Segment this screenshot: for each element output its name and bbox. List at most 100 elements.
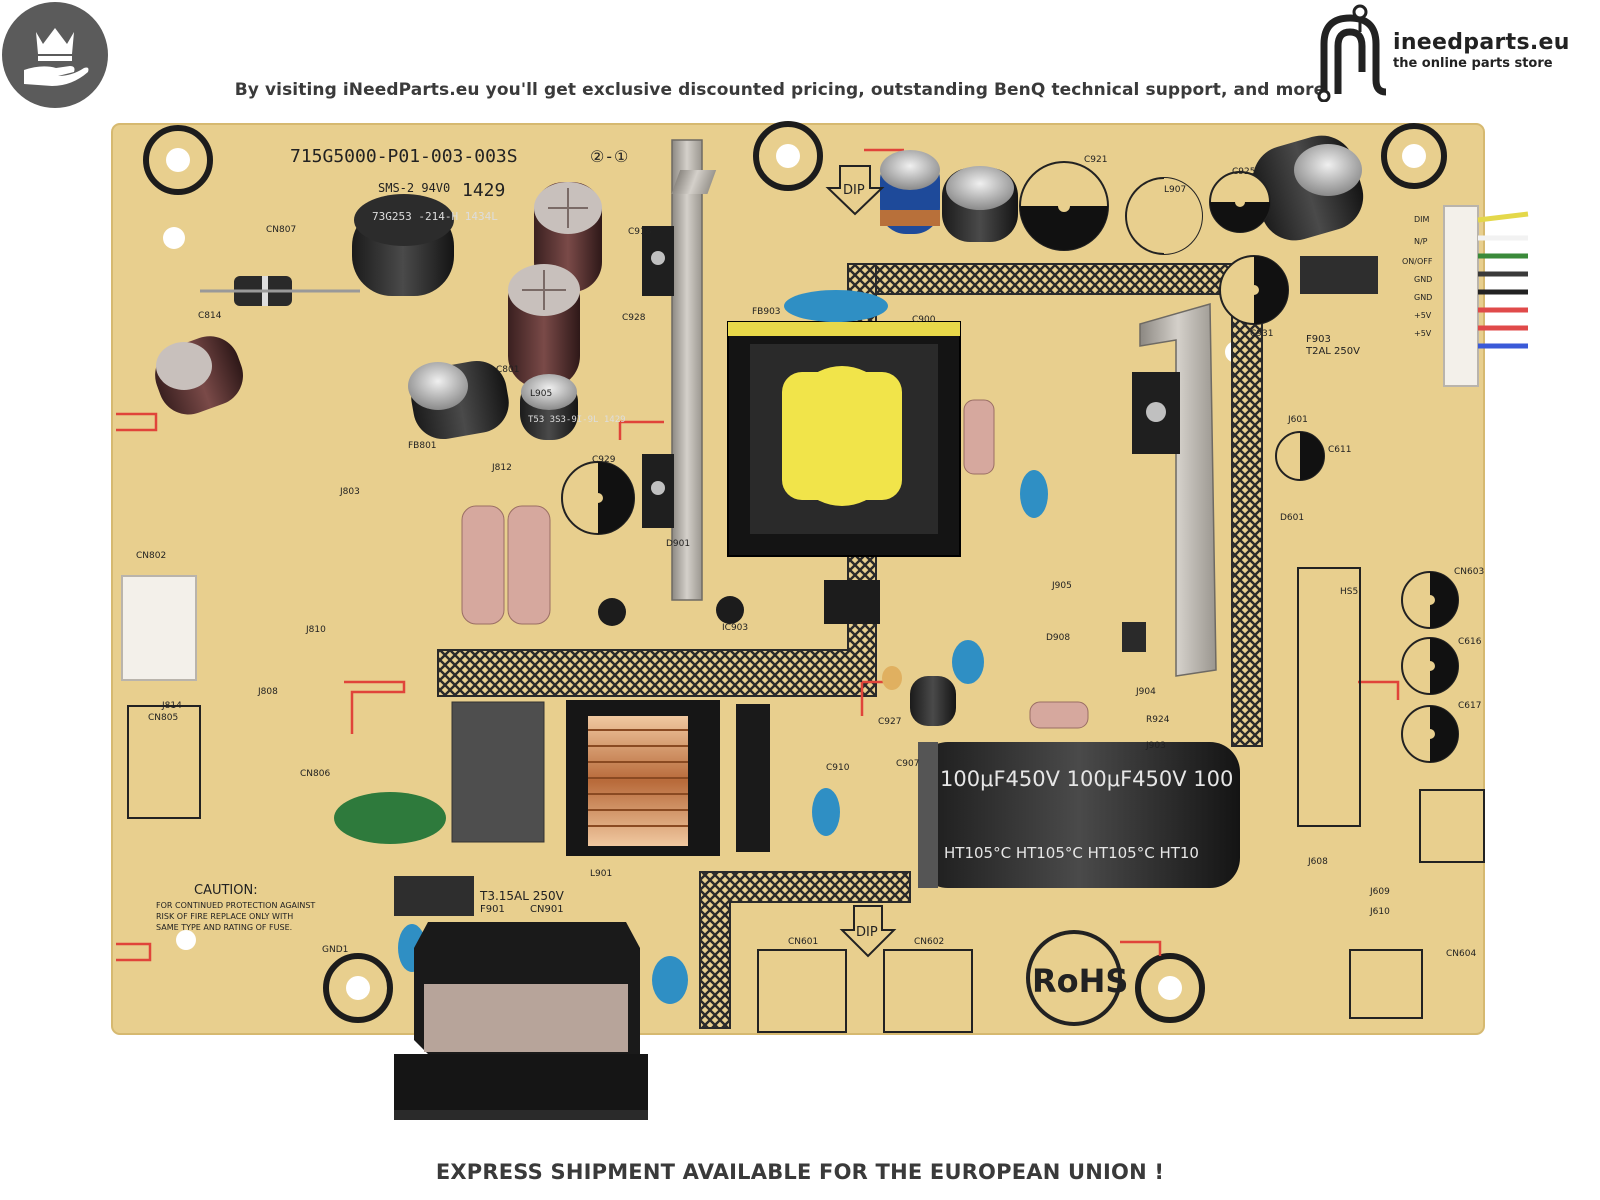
- capacitor-footprints: [561, 161, 1459, 763]
- caution-line-1: FOR CONTINUED PROTECTION AGAINST: [156, 901, 315, 910]
- bulk-cap-text: 100μF450V 100μF450V 100: [940, 767, 1233, 791]
- pin-label: +5V: [1414, 311, 1432, 320]
- diodes: [200, 276, 1146, 652]
- brand-logo[interactable]: [1312, 2, 1600, 103]
- ref-c925: C925: [1232, 167, 1255, 177]
- inductor-label: 73G253 -214-H 1434L: [372, 210, 498, 223]
- ref-d908: D908: [1046, 633, 1070, 643]
- ref-cn602: CN602: [914, 937, 944, 947]
- ref-r924: R924: [1146, 715, 1170, 725]
- power-inlet-cn901: [394, 922, 648, 1120]
- ref-d901: D901: [666, 539, 690, 549]
- ref-c931: C931: [1250, 329, 1273, 339]
- circuit-n-logo-icon: [1317, 4, 1387, 103]
- ref-c801: C801: [496, 365, 519, 375]
- ref-c927: C927: [878, 717, 901, 727]
- x-capacitor: [451, 701, 545, 843]
- ref-ic903: IC903: [722, 623, 748, 633]
- ref-j609: J609: [1369, 887, 1390, 897]
- ref-fb903: FB903: [752, 307, 781, 317]
- pin-label: N/P: [1414, 237, 1428, 246]
- capacitor-maroon-2: [508, 264, 580, 388]
- ref-fb801: FB801: [408, 441, 437, 451]
- connectors-white: [121, 205, 1479, 681]
- ic902: [824, 580, 880, 624]
- wire-harness: [1477, 211, 1529, 349]
- ref-cn604: CN604: [1446, 949, 1476, 959]
- ref-c907: C907: [896, 759, 919, 769]
- fuse2-ref: F903: [1306, 334, 1331, 345]
- footer-shipping-banner: EXPRESS SHIPMENT AVAILABLE FOR THE EUROP…: [435, 1160, 1165, 1184]
- ref-l907: L907: [1164, 185, 1186, 195]
- choke-l901: [566, 700, 770, 856]
- capacitor-black-top-right: [1252, 135, 1364, 241]
- ic903: [716, 596, 744, 624]
- ref-j601: J601: [1287, 415, 1308, 425]
- ref-j903: J903: [1145, 741, 1166, 751]
- fuse-holder: [394, 876, 474, 916]
- ref-c921: C921: [1084, 155, 1107, 165]
- ref-d601: D601: [1280, 513, 1304, 523]
- brand-name: ineedparts.eu: [1393, 30, 1570, 55]
- inductor-dark: 73G253 -214-H 1434L: [352, 194, 498, 296]
- ref-c928: C928: [622, 313, 646, 323]
- pcb-board-photo: 715G5000-P01-003-003S ②-① SMS-2 94V0 142…: [111, 121, 1529, 1120]
- pin-label: ON/OFF: [1402, 257, 1433, 266]
- transformer-main: [727, 321, 961, 557]
- ref-cn807: CN807: [266, 225, 296, 235]
- dip-arrow-top: DIP: [825, 165, 885, 216]
- caution-line-2: RISK OF FIRE REPLACE ONLY WITH: [156, 912, 293, 921]
- ref-cn601: CN601: [788, 937, 818, 947]
- bottom-footprints: [127, 567, 1485, 1033]
- fuse2-rating: T2AL 250V: [1305, 346, 1360, 357]
- capacitor-black-c801: [408, 360, 509, 440]
- gnd-label: GND1: [322, 945, 348, 955]
- capacitor-black-l905: [942, 166, 1018, 242]
- ref-c929: C929: [592, 455, 616, 465]
- brand-subtitle: the online parts store: [1393, 56, 1553, 71]
- rohs-label: RoHS: [1032, 962, 1128, 1000]
- ref-cn802: CN802: [136, 551, 166, 561]
- connector-pin-labels: DIM N/P ON/OFF GND GND +5V +5V: [1402, 215, 1433, 338]
- ref-c918: C918: [628, 227, 652, 237]
- ref-c814: C814: [198, 311, 222, 321]
- crown-badge: [2, 2, 108, 108]
- ref-j808: J808: [257, 687, 278, 697]
- ref-l901: L901: [590, 869, 612, 879]
- dip-arrow-bottom: DIP: [839, 905, 897, 958]
- resistors-power: [461, 399, 1089, 729]
- header-tagline: By visiting iNeedParts.eu you'll get exc…: [234, 80, 1326, 100]
- dip-label-top: DIP: [843, 183, 865, 198]
- capacitor-bulk-100uf: 100μF450V 100μF450V 100 HT105°C HT105°C …: [918, 742, 1240, 888]
- ref-c611: C611: [1328, 445, 1351, 455]
- caution-line-3: SAME TYPE AND RATING OF FUSE.: [156, 923, 292, 932]
- ref-c900: C900: [912, 315, 936, 325]
- ref-j810: J810: [305, 625, 326, 635]
- reference-designators: CN802 CN805 CN807 CN806 CN601 CN602 CN60…: [136, 155, 1484, 959]
- capacitor-blue-top: [880, 150, 940, 234]
- ref-j803: J803: [339, 487, 360, 497]
- ref-c617: C617: [1458, 701, 1481, 711]
- capacitor-black-small: T53 3S3-9I-9L 1429: [520, 374, 626, 440]
- pin-label: GND: [1414, 293, 1432, 302]
- capacitor-small-label: T53 3S3-9I-9L 1429: [528, 415, 626, 425]
- ref-j905: J905: [1051, 581, 1072, 591]
- heatsink-secondary: [1139, 303, 1217, 677]
- dip-label-bottom: DIP: [856, 925, 878, 940]
- ref-j814: J814: [161, 701, 182, 711]
- capacitor-maroon-3: [155, 336, 243, 415]
- pin-label: +5V: [1414, 329, 1432, 338]
- ref-j610: J610: [1369, 907, 1390, 917]
- pin-label: DIM: [1414, 215, 1430, 224]
- board-date-code: 1429: [462, 180, 505, 201]
- ref-c616: C616: [1458, 637, 1482, 647]
- ref-j812: J812: [491, 463, 512, 473]
- fuse-ref: F901: [480, 904, 505, 915]
- board-part-number: 715G5000-P01-003-003S: [290, 146, 518, 167]
- relay-box: [1300, 256, 1378, 294]
- ref-cn603: CN603: [1454, 567, 1484, 577]
- heatsink-primary: [671, 139, 703, 601]
- q901: [598, 598, 626, 626]
- fuse-rating: T3.15AL 250V: [479, 889, 565, 903]
- crown-hand-icon: [24, 28, 89, 86]
